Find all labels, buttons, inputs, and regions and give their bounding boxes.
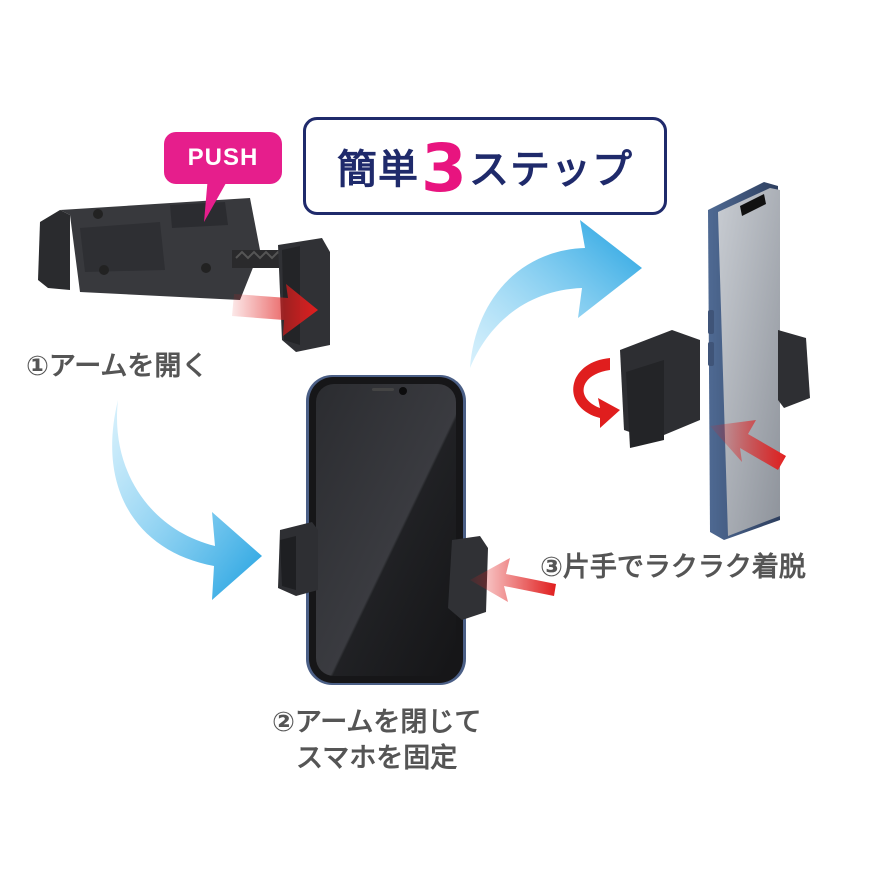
step2-phone-mount [278,375,488,685]
title-suffix: ステップ [468,147,633,193]
push-bubble-tail [204,176,230,222]
push-label: PUSH [187,144,259,171]
title-box: 簡単 3 ステップ [303,117,667,215]
step2-push-arrow [470,558,556,602]
title-prefix: 簡単 [337,147,420,193]
push-badge: PUSH [164,132,282,184]
step3-push-arrow [710,420,786,470]
step2-caption-line2: スマホを固定 [296,743,458,774]
step1-caption: ①アームを開く [26,351,209,382]
step3-phone-mount [620,182,810,540]
step2-caption-line1: ②アームを閉じて [272,707,482,738]
step1-push-arrow [232,284,318,336]
blue-arrow-up [470,220,642,368]
title-number: 3 [421,129,467,207]
blue-arrow-down [112,400,263,600]
step3-caption: ③片手でラクラク着脱 [540,552,806,583]
step3-rotate-arrow [573,358,620,428]
